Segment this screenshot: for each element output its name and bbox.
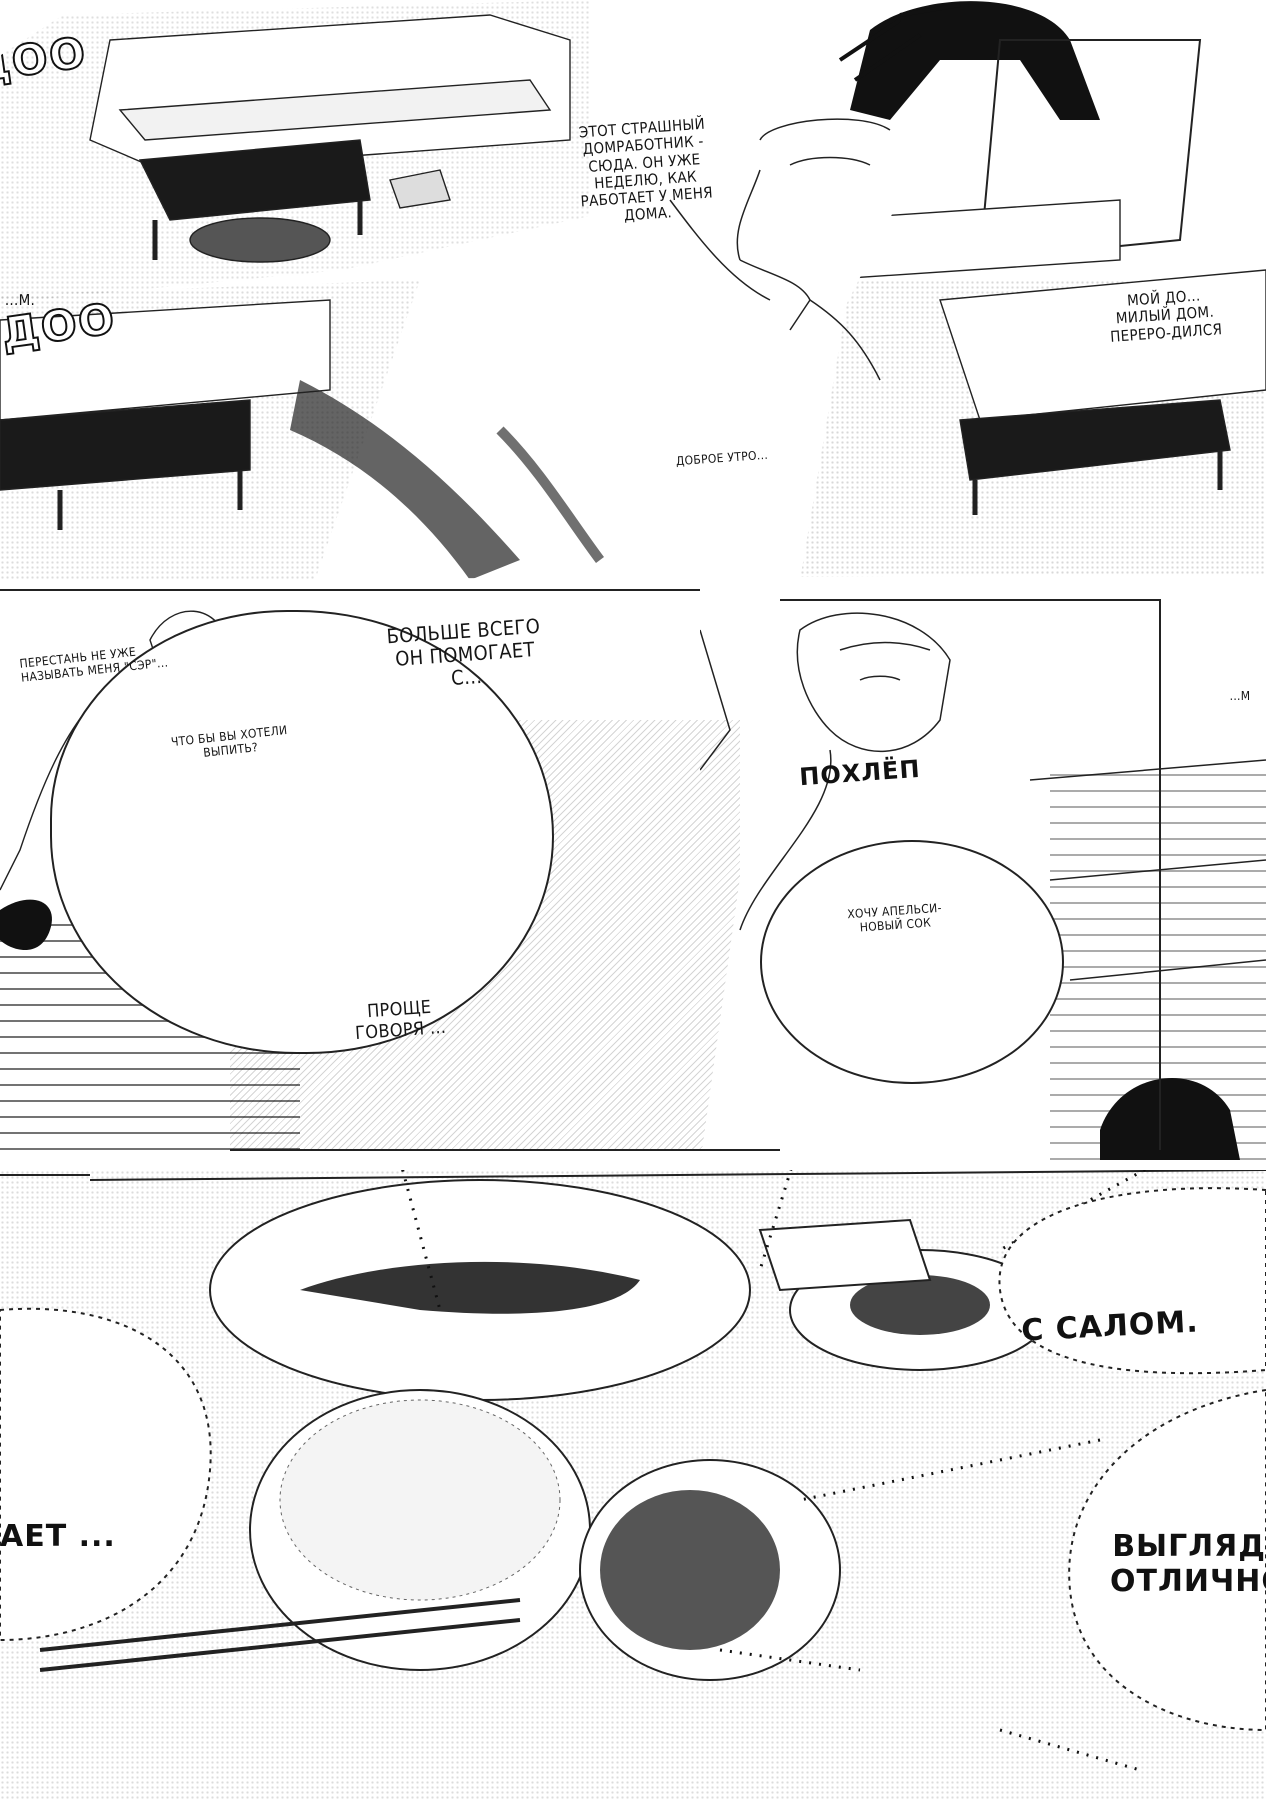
narration-home-reborn: МОЙ ДО... МИЛЫЙ ДОМ. ПЕРЕРО-ДИЛСЯ bbox=[1109, 286, 1223, 346]
speech-bubble-large bbox=[50, 610, 554, 1054]
panel-home-reborn: МОЙ ДО... МИЛЫЙ ДОМ. ПЕРЕРО-ДИЛСЯ ДО bbox=[800, 120, 1266, 580]
panel-man-face bbox=[640, 0, 1266, 470]
panel-center-man: ПЕРЕСТАНЬ НЕ УЖЕ НАЗЫВАТЬ МЕНЯ "СЭР"... … bbox=[0, 590, 780, 1150]
home-room-illustration bbox=[819, 199, 1266, 515]
man-face-illustration bbox=[669, 1, 1202, 381]
left-room-illustration bbox=[0, 299, 331, 530]
panel-breakfast-table: С САЛОМ. АЕТ ... ВЫГЛЯД ОТЛИЧНО bbox=[0, 1170, 1266, 1799]
panel-living-room-top: ДОО bbox=[0, 0, 590, 300]
narration-right-fragment: ...М bbox=[1229, 689, 1251, 703]
panel-living-room-left: ...М. ДОО bbox=[0, 280, 420, 580]
narration-fragment-left: ...М. bbox=[4, 291, 36, 309]
narration-helps-most: БОЛЬШЕ ВСЕГО ОН ПОМОГАЕТ С... bbox=[385, 613, 541, 690]
breakfast-illustration bbox=[0, 1170, 1266, 1772]
panel-man-drinking: ПОХЛЁП ХОЧУ АПЕЛЬСИ-НОВЫЙ СОК ...М bbox=[700, 590, 1266, 1160]
label-left-fragment: АЕТ ... bbox=[0, 1519, 116, 1554]
living-room-illustration bbox=[89, 14, 571, 263]
label-looks-great: ВЫГЛЯД ОТЛИЧНО bbox=[1110, 1529, 1266, 1599]
speech-bubble-juice bbox=[760, 840, 1064, 1084]
